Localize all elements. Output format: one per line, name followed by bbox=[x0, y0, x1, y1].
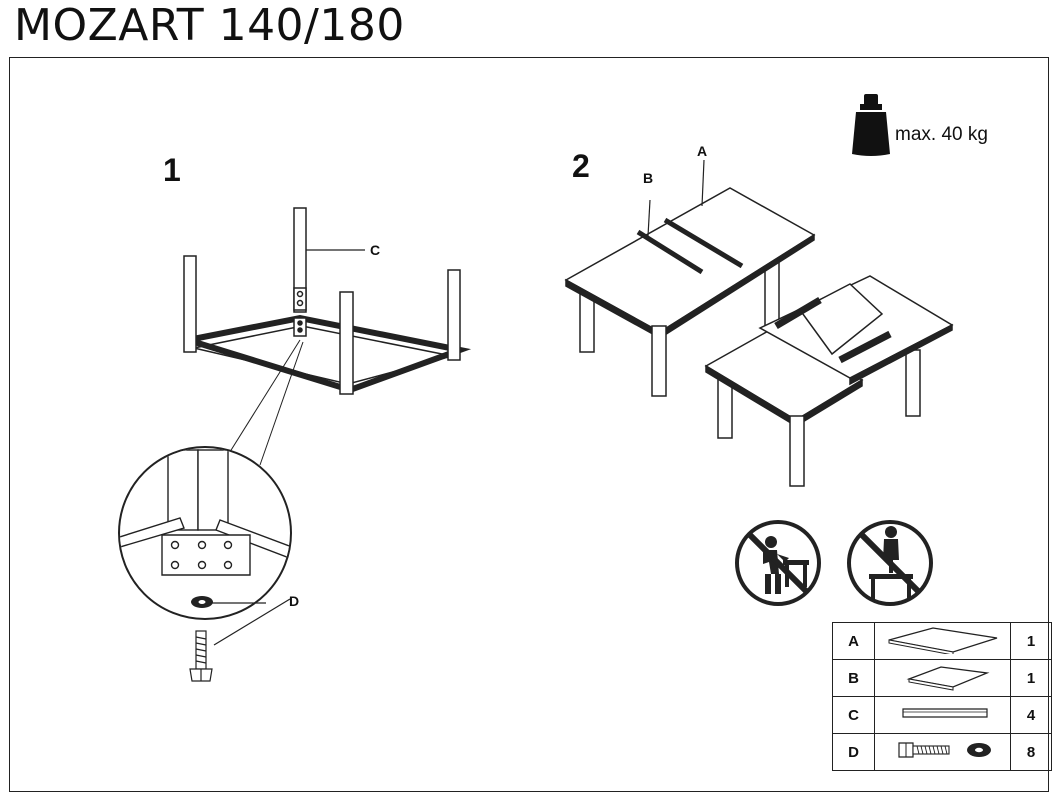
closed-table-illustration bbox=[564, 159, 816, 397]
parts-row: A 1 bbox=[832, 622, 1052, 660]
part-quantity: 1 bbox=[1010, 622, 1052, 660]
step-1-number: 1 bbox=[163, 152, 181, 188]
bolt-illustration bbox=[189, 598, 291, 682]
parts-row: C 4 bbox=[832, 696, 1052, 734]
bracket-detail-illustration bbox=[118, 339, 304, 620]
part-quantity: 8 bbox=[1010, 733, 1052, 771]
no-leaning-icon bbox=[735, 520, 821, 606]
table-frame-illustration bbox=[183, 207, 472, 395]
extended-table-illustration bbox=[704, 275, 954, 487]
step-2-number: 2 bbox=[572, 148, 590, 184]
part-letter: B bbox=[832, 659, 875, 697]
parts-row: D 8 bbox=[832, 733, 1052, 771]
leg-icon bbox=[874, 696, 1011, 734]
callout-a: A bbox=[697, 143, 708, 159]
parts-row: B 1 bbox=[832, 659, 1052, 697]
bolt-washer-icon bbox=[874, 733, 1011, 771]
document-title: MOZART 140/180 bbox=[14, 0, 405, 51]
part-letter: D bbox=[832, 733, 875, 771]
callout-b: B bbox=[643, 170, 654, 186]
instruction-frame bbox=[9, 57, 1049, 792]
no-standing-icon bbox=[847, 520, 933, 606]
parts-list-table: A 1 B 1 C 4 D bbox=[832, 622, 1052, 771]
part-letter: C bbox=[832, 696, 875, 734]
part-quantity: 1 bbox=[1010, 659, 1052, 697]
part-letter: A bbox=[832, 622, 875, 660]
tabletop-large-icon bbox=[874, 622, 1011, 660]
weight-icon bbox=[852, 94, 890, 156]
max-weight-label: max. 40 kg bbox=[895, 124, 988, 145]
part-quantity: 4 bbox=[1010, 696, 1052, 734]
extension-leaf-icon bbox=[874, 659, 1011, 697]
callout-d: D bbox=[289, 593, 300, 609]
callout-c: C bbox=[370, 242, 381, 258]
